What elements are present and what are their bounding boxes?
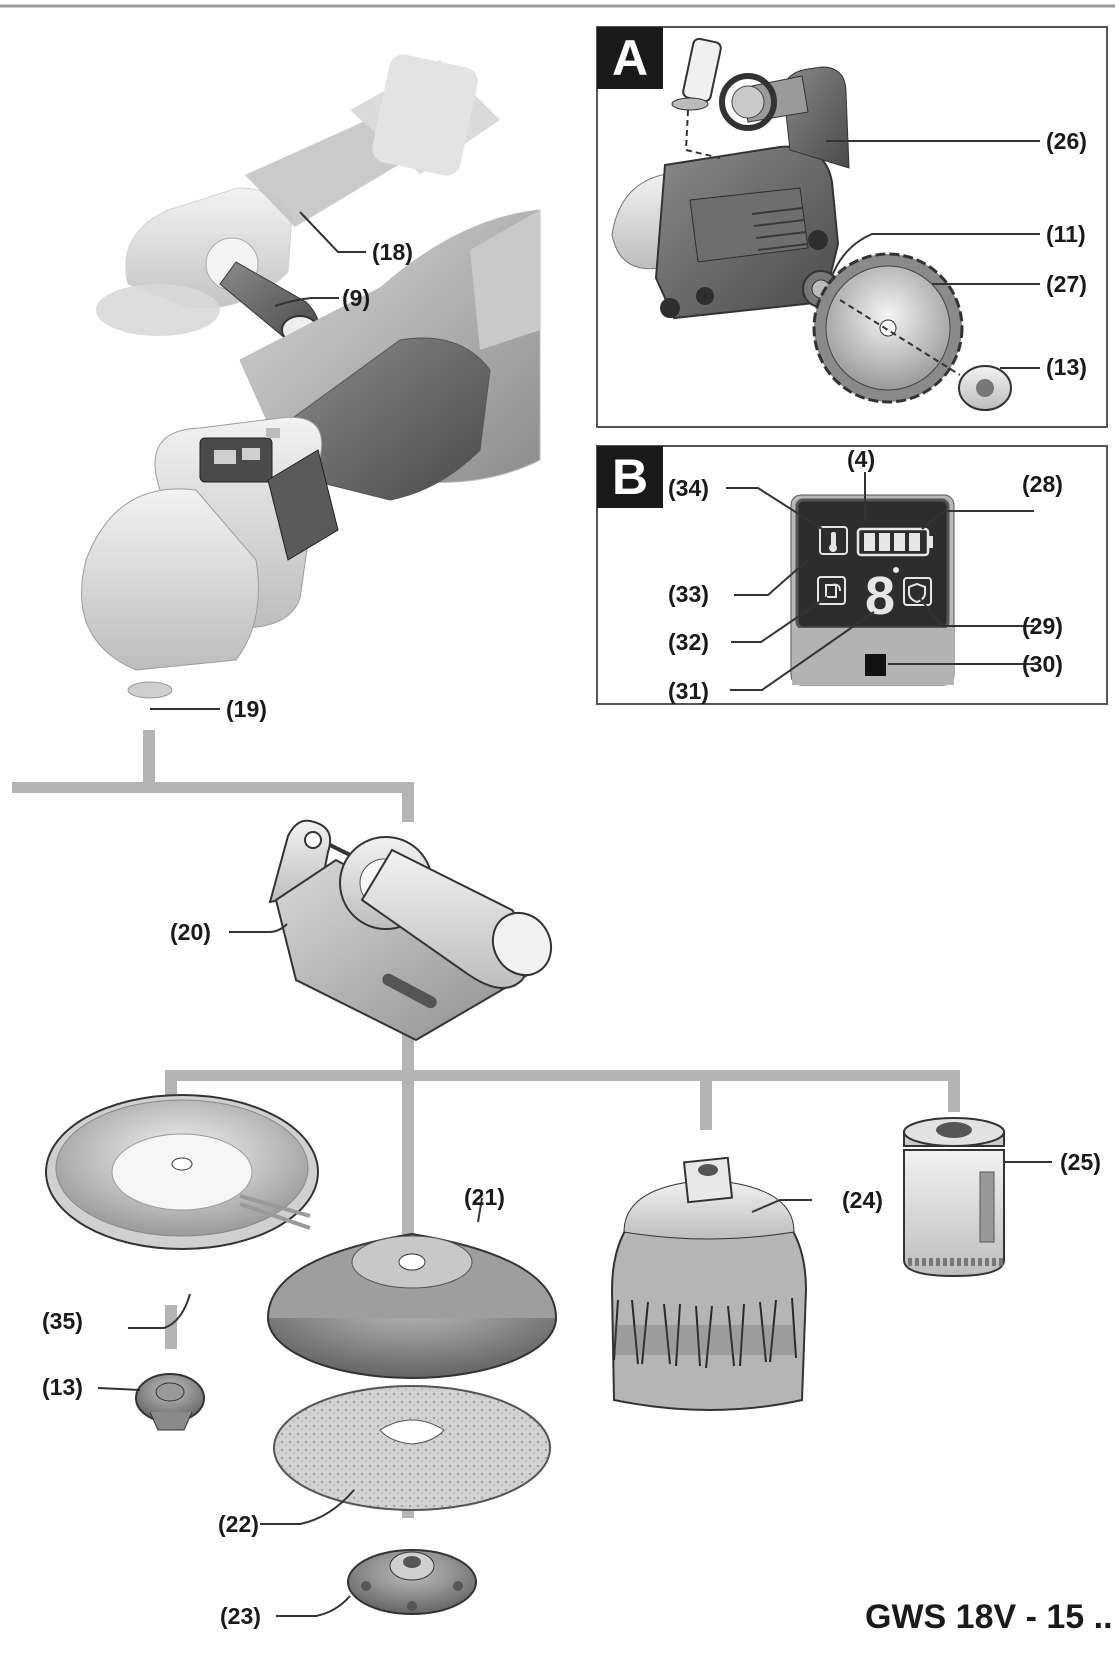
label-20: (20) (170, 919, 211, 945)
label-22: (22) (218, 1511, 259, 1537)
label-32: (32) (668, 629, 709, 655)
grinder-leaders (150, 211, 366, 710)
label-29: (29) (1022, 613, 1063, 639)
clamping-nut (135, 1373, 205, 1431)
label-19: (19) (226, 696, 267, 722)
label-27: (27) (1046, 271, 1087, 297)
seven-segment-digit: 8 (865, 566, 895, 626)
panel-b-leaders (726, 472, 1034, 691)
panel-a-leaders (826, 140, 1040, 369)
mode-button (865, 654, 886, 676)
label-35: (35) (42, 1308, 83, 1334)
control-panel (790, 494, 955, 686)
auxiliary-handle-with-guard (268, 819, 553, 1042)
label-23: (23) (220, 1603, 261, 1629)
label-25: (25) (1060, 1149, 1101, 1175)
diamond-disc (812, 252, 964, 404)
label-9: (9) (342, 285, 371, 311)
diamond-drill-bit (903, 1117, 1005, 1278)
label-11: (11) (1046, 221, 1086, 247)
cutting-disc (45, 1094, 319, 1250)
label-13-lower: (13) (42, 1374, 83, 1400)
model-name: GWS 18V - 15 .. (865, 1598, 1113, 1636)
panel-a-letter: A (597, 27, 663, 89)
sanding-sheet (273, 1385, 551, 1511)
label-4: (4) (847, 446, 876, 472)
cup-wire-brush (610, 1156, 808, 1411)
battery-charge-icon (856, 527, 933, 557)
label-24: (24) (842, 1187, 883, 1213)
panel-b-letter: B (597, 446, 663, 508)
label-26: (26) (1046, 128, 1087, 154)
kickback-icon (817, 576, 846, 605)
label-34: (34) (668, 475, 709, 501)
label-30: (30) (1022, 651, 1063, 677)
label-33: (33) (668, 581, 709, 607)
angle-grinder-small (96, 54, 500, 345)
label-13-panel-a: (13) (1046, 354, 1087, 380)
panel-a-guard-assembly (611, 37, 1012, 411)
label-21: (21) (464, 1184, 505, 1210)
label-28: (28) (1022, 471, 1063, 497)
label-18: (18) (372, 239, 413, 265)
angle-grinder-main (81, 209, 541, 699)
rubber-sanding-plate (267, 1232, 557, 1379)
backing-nut (347, 1549, 477, 1615)
label-31: (31) (668, 678, 709, 704)
